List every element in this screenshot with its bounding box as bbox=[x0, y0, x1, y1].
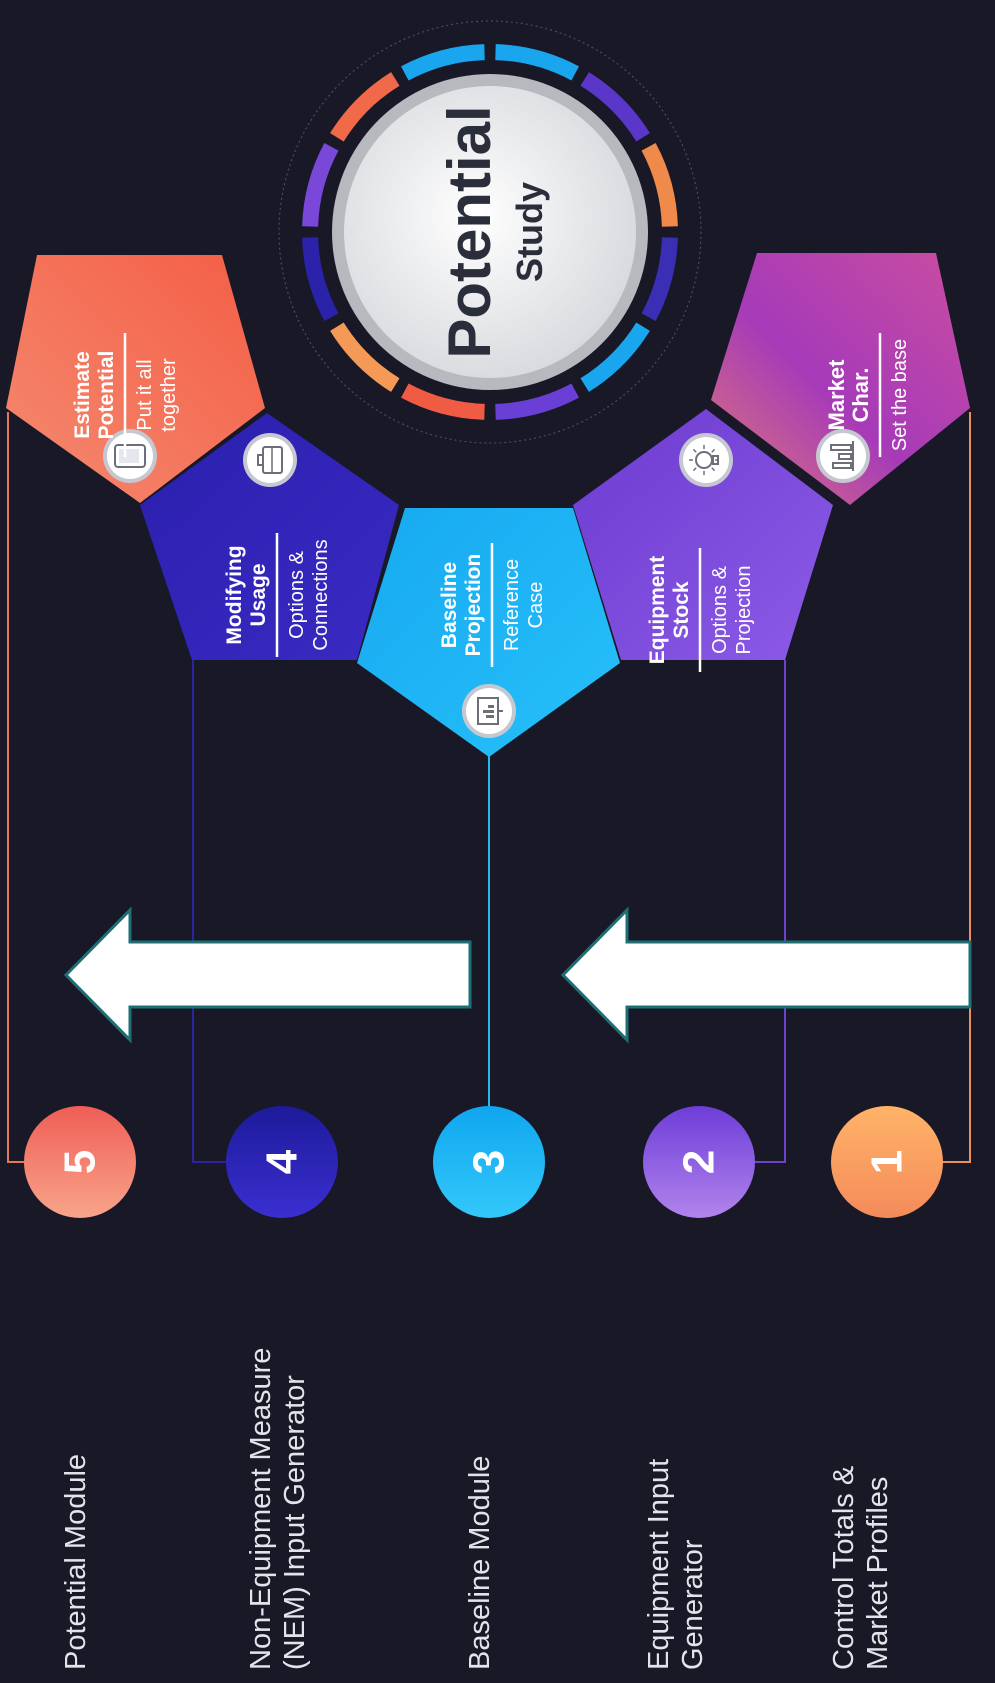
step-3-number: 3 bbox=[465, 1150, 514, 1174]
step-1-pentagon bbox=[711, 253, 970, 505]
step-3-pentagon bbox=[357, 508, 620, 757]
step-5-heading: Estimate bbox=[71, 351, 94, 439]
step-1-heading: Market bbox=[824, 359, 849, 431]
hub-ring-segment bbox=[580, 322, 650, 392]
step-1-number: 1 bbox=[863, 1150, 912, 1174]
hub-ring-segment bbox=[401, 383, 485, 420]
step-4-number-circle: 4 bbox=[226, 1106, 338, 1218]
step-5-module-label-line: Potential Module bbox=[60, 1454, 92, 1670]
step-2-tagline: Projection bbox=[733, 566, 755, 655]
step-4-heading: Usage bbox=[247, 563, 270, 626]
briefcase-icon bbox=[243, 433, 297, 487]
hub-ring-segment bbox=[495, 383, 579, 420]
step-5-module-label: Potential Module bbox=[60, 1454, 92, 1670]
step-4-tagline: Connections bbox=[310, 539, 332, 650]
step-5-heading: Potential bbox=[95, 351, 118, 440]
hub-ring-segment bbox=[641, 237, 678, 321]
step-5-pentagon bbox=[6, 255, 265, 503]
step-2-module-label-line: Equipment Input bbox=[643, 1459, 675, 1670]
step-2-number-circle: 2 bbox=[643, 1106, 755, 1218]
step-3-tagline: Case bbox=[525, 582, 547, 629]
step-5-number: 5 bbox=[56, 1150, 105, 1174]
bar-chart-icon bbox=[816, 429, 870, 483]
step-2-pentagon bbox=[573, 409, 833, 660]
step-1-tagline: Set the base bbox=[889, 339, 911, 451]
step-1-module-label-line: Market Profiles bbox=[862, 1477, 894, 1670]
hub-ring-segment bbox=[401, 44, 485, 81]
step-2-module-label-line: Generator bbox=[677, 1539, 709, 1670]
step-4-module-label-line: Non-Equipment Measure bbox=[245, 1348, 277, 1670]
presentation-icon bbox=[462, 684, 516, 738]
step-2-heading: Stock bbox=[670, 581, 693, 639]
step-3-module-label-line: Baseline Module bbox=[464, 1456, 496, 1670]
step-4-pentagon bbox=[140, 413, 399, 660]
hub-ring-segment bbox=[302, 237, 339, 321]
step-4-tagline: Options & bbox=[286, 550, 308, 638]
hub-ring-segment bbox=[580, 72, 650, 142]
hub-ring-segment bbox=[302, 143, 339, 227]
potential-study-hub: Potential Study bbox=[278, 20, 702, 444]
connector-line-4 bbox=[192, 660, 230, 1163]
step-2-tagline: Options & bbox=[709, 565, 731, 653]
tablet-icon bbox=[103, 429, 157, 483]
hub-title: Potential bbox=[436, 105, 503, 358]
step-2-number: 2 bbox=[675, 1150, 724, 1174]
step-3-number-circle: 3 bbox=[433, 1106, 545, 1218]
hub-ring-segment bbox=[330, 322, 400, 392]
lightbulb-icon bbox=[679, 433, 733, 487]
step-3-heading: Projection bbox=[462, 554, 485, 657]
flow-arrow-left-upper bbox=[560, 906, 972, 1044]
step-3-heading: Baseline bbox=[438, 562, 461, 648]
step-1-module-label: Control Totals &Market Profiles bbox=[828, 1466, 894, 1670]
hub-ring-segment bbox=[330, 72, 400, 142]
step-5-tagline: Put it all bbox=[134, 359, 156, 430]
flow-arrow-left-lower bbox=[63, 906, 472, 1044]
step-4-module-label: Non-Equipment Measure(NEM) Input Generat… bbox=[245, 1348, 311, 1670]
step-4-number: 4 bbox=[258, 1149, 307, 1174]
step-1-module-label-line: Control Totals & bbox=[828, 1466, 860, 1670]
step-1-heading: Char. bbox=[848, 367, 873, 422]
hub-ring-segment bbox=[495, 44, 579, 81]
hub-ring-segment bbox=[641, 143, 678, 227]
step-4-module-label-line: (NEM) Input Generator bbox=[279, 1375, 311, 1670]
step-3-tagline: Reference bbox=[501, 559, 523, 651]
step-4-heading: Modifying bbox=[223, 545, 246, 644]
step-1-number-circle: 1 bbox=[831, 1106, 943, 1218]
step-2-heading: Equipment bbox=[646, 556, 669, 665]
step-3-module-label: Baseline Module bbox=[464, 1456, 496, 1670]
connector-line-1 bbox=[918, 412, 971, 1163]
connector-line-5 bbox=[7, 412, 27, 1163]
step-5-tagline: together bbox=[158, 358, 180, 432]
step-5-number-circle: 5 bbox=[24, 1106, 136, 1218]
hub-subtitle: Study bbox=[509, 182, 550, 282]
connector-line-2 bbox=[738, 660, 786, 1163]
